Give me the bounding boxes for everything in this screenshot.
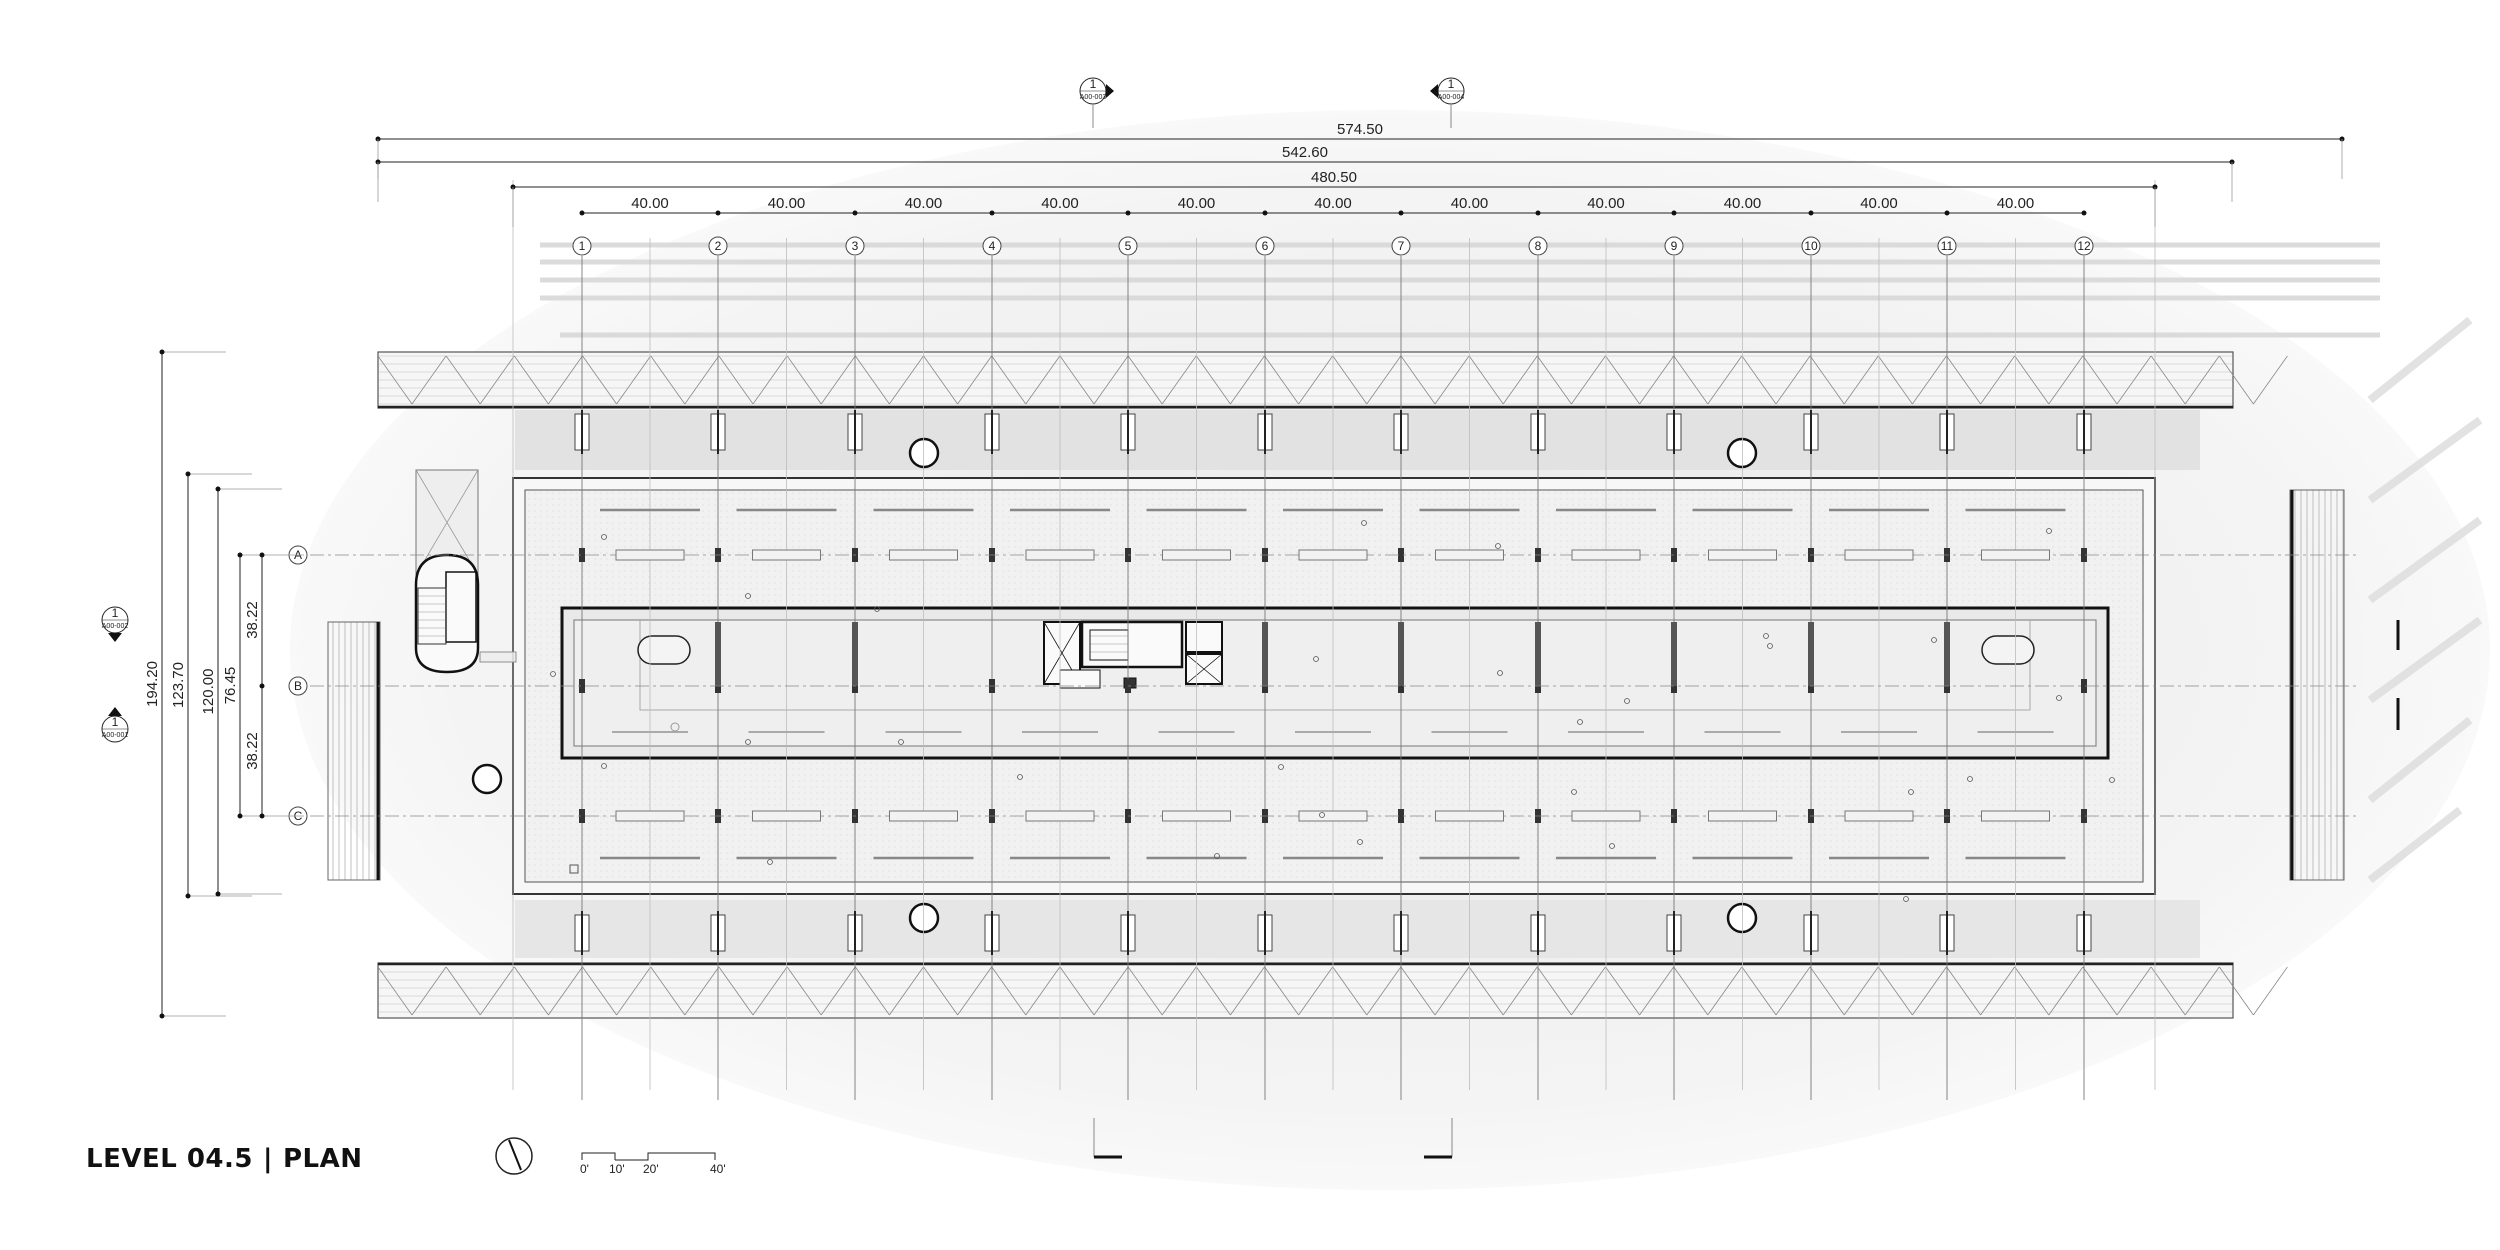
grid-column-label: 4 <box>989 239 996 253</box>
grid-column-label: 3 <box>852 239 859 253</box>
grid-column-label: 6 <box>1262 239 1269 253</box>
section-3-num: 1 <box>112 606 119 620</box>
grid-column-bubble <box>845 236 865 256</box>
grid-column-bubble <box>1528 236 1548 256</box>
grid-column-label: 11 <box>1941 239 1954 253</box>
vertical-dimension: 120.00 <box>200 669 217 715</box>
vertical-dimension: 76.45 <box>222 667 239 705</box>
scale-10: 10' <box>609 1162 625 1176</box>
grid-column-label: 10 <box>1804 239 1818 253</box>
bay-dimension: 40.00 <box>905 195 943 212</box>
overall-dimension: 574.50 <box>1337 121 1383 138</box>
vertical-dimension: 123.70 <box>170 662 187 708</box>
grid-column-bubble <box>1118 236 1138 256</box>
level-label: LEVEL 04.5 <box>86 1144 253 1174</box>
grid-column-bubble <box>1255 236 1275 256</box>
grid-column-label: 8 <box>1535 239 1542 253</box>
grid-column-bubble <box>572 236 592 256</box>
vertical-dimension: 38.22 <box>244 732 261 770</box>
bay-dimension: 40.00 <box>1041 195 1079 212</box>
grid-column-bubble <box>982 236 1002 256</box>
grid-row-label: B <box>294 679 302 693</box>
bay-dimension: 40.00 <box>1997 195 2035 212</box>
scale-40: 40' <box>710 1162 726 1176</box>
bay-dimension: 40.00 <box>1451 195 1489 212</box>
north-arrow-icon <box>495 1137 533 1175</box>
grid-column-bubble <box>2074 236 2094 256</box>
vertical-dimension: 194.20 <box>144 661 161 707</box>
section-marker-icon: 1 A00-001 <box>101 707 129 743</box>
grid-column-label: 12 <box>2077 239 2091 253</box>
section-3-sheet: A00-002 <box>102 623 129 630</box>
view-label: PLAN <box>282 1144 363 1174</box>
grid-column-bubble <box>1664 236 1684 256</box>
section-2-sheet: A00-004 <box>1438 94 1465 101</box>
grid-column-label: 9 <box>1671 239 1678 253</box>
section-1-sheet: A00-003 <box>1080 94 1107 101</box>
section-4-num: 1 <box>112 715 119 729</box>
grid-column-bubble <box>708 236 728 256</box>
grid-row-bubble <box>288 676 308 696</box>
overall-dimension: 542.60 <box>1282 144 1328 161</box>
section-4-sheet: A00-001 <box>102 732 129 739</box>
bay-dimension: 40.00 <box>631 195 669 212</box>
pergola-shadow <box>540 242 2380 338</box>
scale-bar: 0' 10' 20' 40' <box>580 1152 726 1176</box>
bay-dimension: 40.00 <box>1314 195 1352 212</box>
grid-column-bubble <box>1801 236 1821 256</box>
scale-0: 0' <box>580 1162 589 1176</box>
overall-dimension: 480.50 <box>1311 169 1357 186</box>
bay-dimension: 40.00 <box>768 195 806 212</box>
section-marker-icon: 1 A00-003 <box>1079 77 1114 128</box>
grid-column-bubble <box>1391 236 1411 256</box>
grid-column-bubble <box>1937 236 1957 256</box>
bay-dimension: 40.00 <box>1724 195 1762 212</box>
grid-column-label: 7 <box>1398 239 1405 253</box>
section-2-num: 1 <box>1448 77 1455 91</box>
grid-column-label: 1 <box>579 239 586 253</box>
bay-dimension: 40.00 <box>1587 195 1625 212</box>
grid-column-label: 2 <box>715 239 722 253</box>
grid-column-label: 5 <box>1125 239 1132 253</box>
building-core <box>1043 620 1223 689</box>
bay-dimension: 40.00 <box>1178 195 1216 212</box>
scale-20: 20' <box>643 1162 659 1176</box>
section-1-num: 1 <box>1090 77 1097 91</box>
bay-dimension: 40.00 <box>1860 195 1898 212</box>
spiral-stair <box>414 469 517 674</box>
vertical-dimension: 38.22 <box>244 601 261 639</box>
section-marker-icon: 1 A00-002 <box>101 606 129 642</box>
drawing-title: LEVEL 04.5 | PLAN <box>86 1144 363 1174</box>
section-marker-icon: 1 A00-004 <box>1430 77 1465 128</box>
title-separator: | <box>262 1144 273 1174</box>
